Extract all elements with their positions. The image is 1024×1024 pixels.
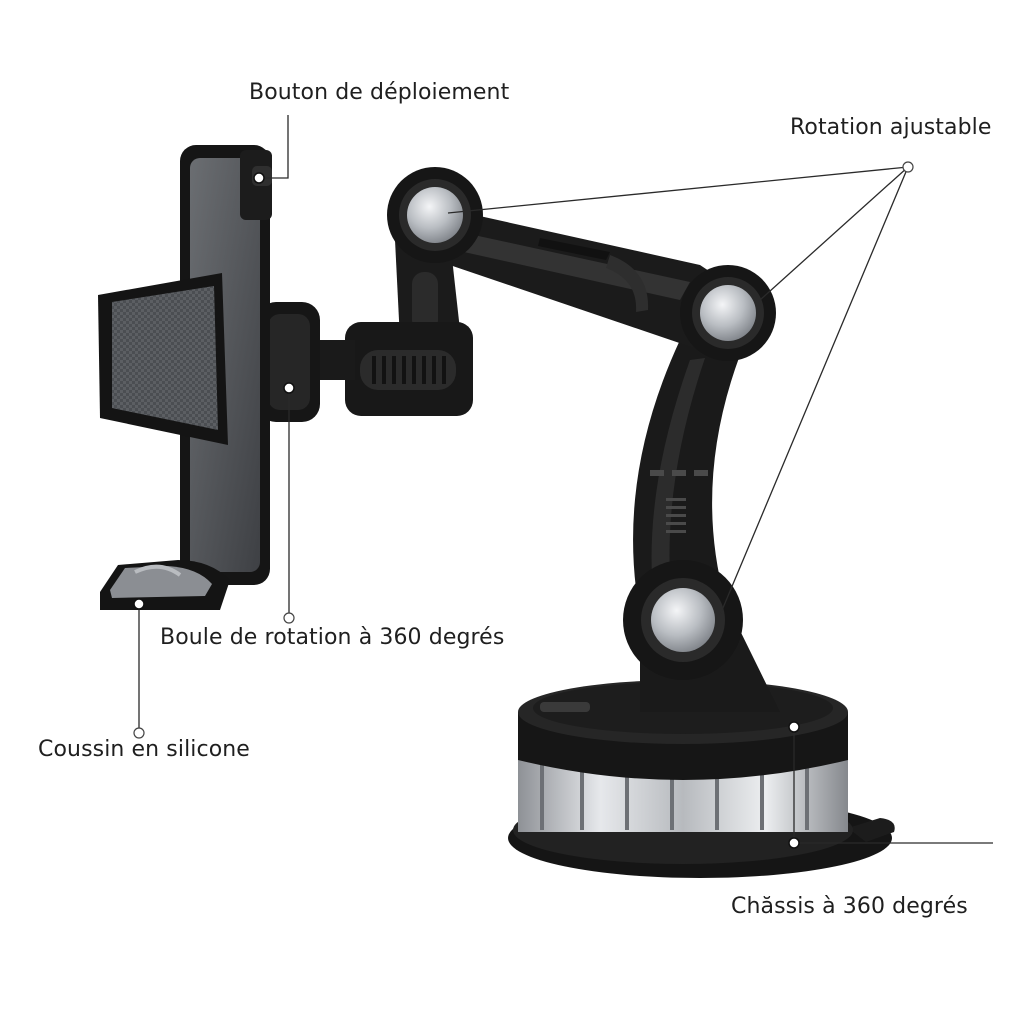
callout-adjustable-rotation: Rotation ajustable (790, 115, 992, 140)
marker-chassis (788, 837, 800, 849)
bottom-joint (623, 560, 743, 680)
callout-chassis: Chăssis à 360 degrés (731, 894, 968, 919)
leader-rotation-top (447, 166, 909, 214)
callout-silicone-cushion: Coussin en silicone (38, 737, 250, 762)
marker-rotation (902, 161, 914, 173)
callout-rotation-ball: Boule de rotation à 360 degrés (160, 625, 505, 650)
phone-holder (98, 145, 272, 610)
marker-cushion (133, 598, 145, 610)
marker-deploy-button (253, 172, 265, 184)
callout-deploy-button: Bouton de déploiement (249, 80, 510, 105)
callout-markers (133, 161, 914, 849)
top-joint (387, 167, 483, 263)
middle-joint (680, 265, 776, 361)
marker-chassis-top (788, 721, 800, 733)
marker-rotation-ball-end (283, 612, 295, 624)
leader-rotation-bottom (719, 166, 909, 616)
marker-rotation-ball (283, 382, 295, 394)
marker-cushion-end (133, 727, 145, 739)
articulated-arm (395, 205, 780, 712)
leader-deploy-button (262, 115, 289, 179)
ball-connector (258, 302, 473, 422)
leader-rotation-middle (759, 166, 909, 301)
callout-leaders (138, 115, 993, 844)
